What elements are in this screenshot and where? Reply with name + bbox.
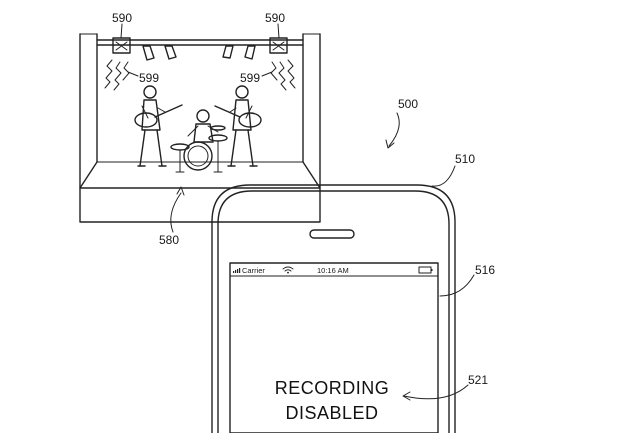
leader-arrow-icon: [404, 385, 468, 399]
stage-illustration: [80, 34, 320, 232]
wifi-icon: [283, 267, 293, 274]
ref-510: 510: [455, 152, 475, 166]
battery-icon: [419, 267, 433, 273]
ref-521: 521: [468, 373, 488, 387]
light-beam-icon: [105, 60, 295, 90]
leader-arrow-icon: [389, 113, 399, 146]
carrier-label: Carrier: [242, 266, 265, 275]
stage-light-icon: [143, 46, 255, 60]
status-time: 10:16 AM: [317, 266, 349, 275]
speaker-slot-icon: [310, 230, 354, 238]
leader-arrow-icon: [440, 275, 474, 296]
ref-516: 516: [475, 263, 495, 277]
guitarist-icon: [135, 86, 182, 166]
drummer-icon: [171, 110, 227, 172]
ref-590-left: 590: [112, 11, 132, 25]
recording-message-line2: DISABLED: [285, 403, 378, 423]
signal-bars-icon: [233, 268, 240, 273]
ref-590-right: 590: [265, 11, 285, 25]
ref-580: 580: [159, 233, 179, 247]
ref-500: 500: [398, 97, 418, 111]
ref-599-right: 599: [240, 71, 260, 85]
recording-message-line1: RECORDING: [275, 378, 390, 398]
leader-arrow-icon: [432, 166, 455, 186]
ref-599-left: 599: [139, 71, 159, 85]
